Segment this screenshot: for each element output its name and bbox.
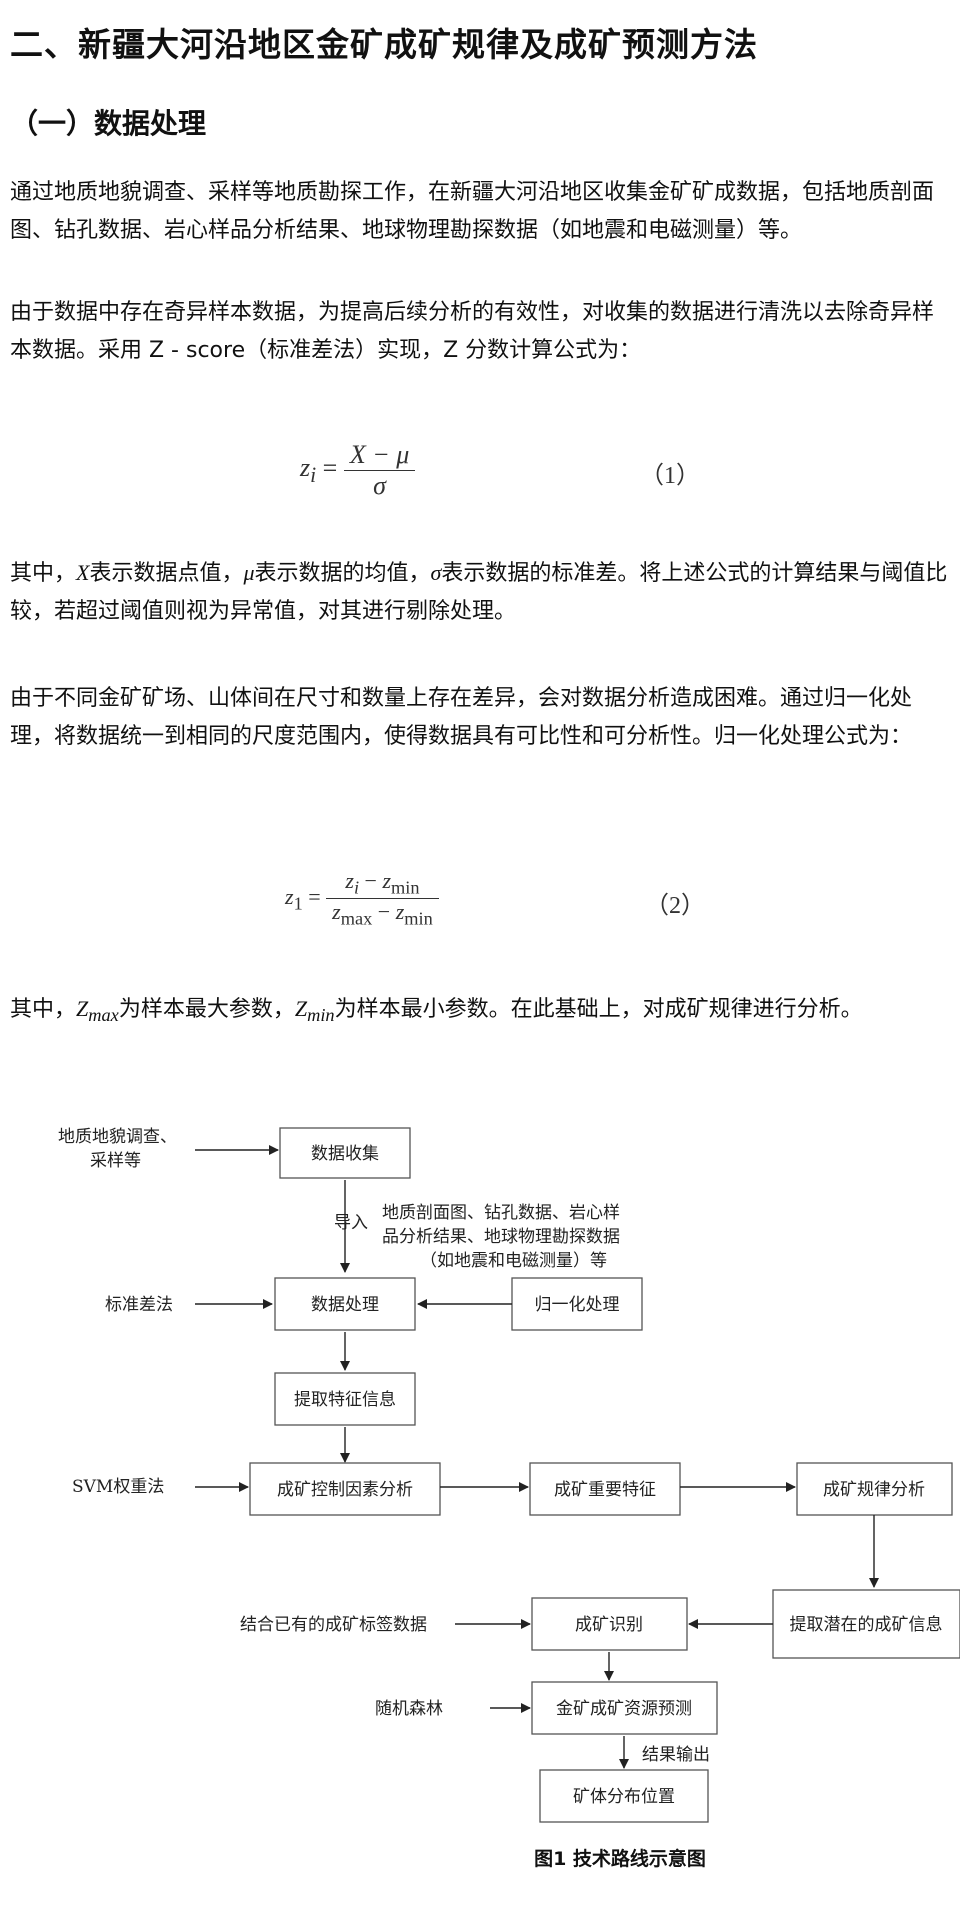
box-extract-features: [274, 1372, 416, 1426]
eq1-numerator: X − μ: [343, 440, 416, 471]
label-extract-features: 提取特征信息: [294, 1390, 396, 1410]
input-survey-line1: 地质地貌调查、: [58, 1127, 177, 1147]
paragraph-normalization: 由于不同金矿矿场、山体间在尺寸和数量上存在差异，会对数据分析造成困难。通过归一化…: [10, 686, 913, 749]
figure-caption: 图1 技术路线示意图: [534, 1847, 706, 1870]
equation-number-2: （2）: [645, 893, 705, 919]
box-recognition: [531, 1597, 688, 1651]
box-ore-distribution: [539, 1769, 709, 1823]
label-data-collection: 数据收集: [311, 1144, 379, 1164]
eq2-equals: =: [308, 883, 321, 909]
label-extract-potential: 提取潜在的成矿信息: [790, 1615, 943, 1635]
label-pattern-analysis: 成矿规律分析: [823, 1480, 925, 1500]
input-svm-method: SVM权重法: [72, 1477, 164, 1497]
box-important-features: [529, 1462, 681, 1516]
data-types-line1: 地质剖面图、钻孔数据、岩心样: [382, 1203, 620, 1223]
label-result-output: 结果输出: [642, 1745, 710, 1765]
section-title: 二、新疆大河沿地区金矿成矿规律及成矿预测方法: [10, 25, 758, 64]
eq2-fraction: zi − zmin zmax − zmin: [326, 868, 439, 930]
equation-number-1: （1）: [640, 463, 700, 489]
eq2-lhs: z1: [285, 883, 303, 914]
paragraph-data-collection: 通过地质地貌调查、采样等地质勘探工作，在新疆大河沿地区收集金矿矿成数据，包括地质…: [10, 180, 935, 243]
label-data-processing: 数据处理: [311, 1295, 379, 1315]
equation-normalization: z1 = zi − zmin zmax − zmin: [285, 868, 439, 930]
label-recognition: 成矿识别: [575, 1615, 643, 1635]
label-ore-distribution: 矿体分布位置: [573, 1787, 675, 1807]
label-control-factors: 成矿控制因素分析: [277, 1480, 413, 1500]
eq1-denominator: σ: [373, 471, 386, 500]
data-types-line3: （如地震和电磁测量）等: [420, 1251, 607, 1271]
eq1-fraction: X − μ σ: [343, 440, 416, 501]
equation-z-score: zi = X − μ σ: [300, 440, 416, 501]
label-normalization: 归一化处理: [535, 1295, 620, 1315]
label-resource-prediction: 金矿成矿资源预测: [556, 1699, 692, 1719]
data-types-line2: 品分析结果、地球物理勘探数据: [382, 1227, 620, 1247]
box-resource-prediction: [531, 1681, 718, 1735]
paragraph-z-score: 由于数据中存在奇异样本数据，为提高后续分析的有效性，对收集的数据进行清洗以去除奇…: [10, 300, 935, 363]
paragraph-normalization-explanation: 其中，Zmax为样本最大参数，Zmin为样本最小参数。在此基础上，对成矿规律进行…: [10, 996, 863, 1026]
box-normalization: [511, 1277, 643, 1331]
box-data-collection: [279, 1127, 411, 1179]
eq2-numerator: zi − zmin: [326, 868, 439, 900]
label-important-features: 成矿重要特征: [554, 1480, 656, 1500]
subsection-title: （一）数据处理: [10, 107, 207, 140]
box-extract-potential: [772, 1589, 960, 1659]
input-random-forest: 随机森林: [375, 1699, 443, 1719]
input-std-method: 标准差法: [105, 1295, 173, 1315]
eq2-denominator: zmax − zmin: [332, 899, 433, 929]
box-pattern-analysis: [796, 1462, 953, 1516]
input-survey-line2: 采样等: [90, 1151, 141, 1171]
box-data-processing: [274, 1277, 416, 1331]
eq1-equals: =: [322, 453, 338, 483]
box-control-factors: [249, 1462, 441, 1516]
label-import: 导入: [334, 1213, 368, 1233]
paragraph-z-explanation: 其中，X表示数据点值，μ表示数据的均值，σ表示数据的标准差。将上述公式的计算结果…: [10, 560, 948, 624]
input-existing-labels: 结合已有的成矿标签数据: [240, 1615, 427, 1635]
eq1-lhs: zi: [300, 453, 317, 488]
technical-route-diagram: 地质地貌调查、 采样等 数据收集 导入 地质剖面图、钻孔数据、岩心样 品分析结果…: [0, 1100, 960, 1900]
